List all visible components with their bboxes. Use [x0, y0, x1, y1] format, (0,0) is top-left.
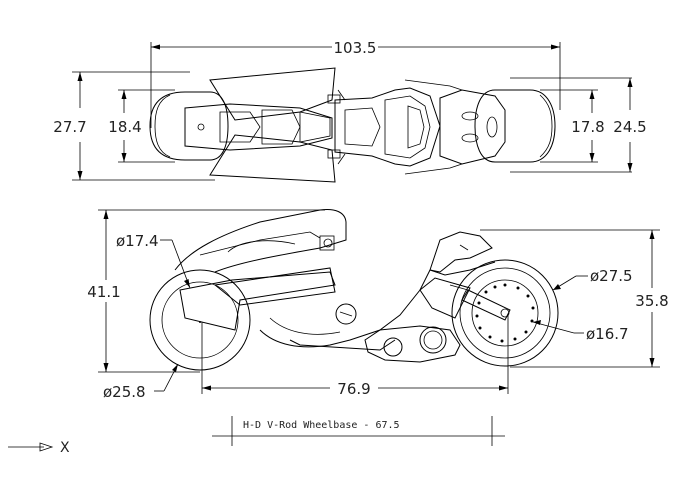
rear-wheel-top-callout: ø17.4	[116, 232, 191, 289]
front-hub-label: ø16.7	[586, 325, 629, 343]
x-axis-indicator: X	[8, 440, 70, 456]
title-caption: H-D V-Rod Wheelbase - 67.5	[243, 420, 400, 431]
front-width-label: 24.5	[613, 118, 646, 136]
rear-wheel-side	[149, 269, 251, 371]
top-view: 103.5 27.7 18.4	[53, 39, 647, 183]
front-wheel-label: ø27.5	[590, 267, 633, 285]
front-width-dimension: 24.5	[510, 77, 647, 173]
rear-tire-width-dimension: 18.4	[108, 89, 175, 163]
front-tire-width-label: 17.8	[571, 118, 604, 136]
rear-tire-top	[149, 91, 229, 161]
front-wheel-side	[451, 259, 559, 367]
engine-side	[364, 325, 461, 363]
front-tire-width-dimension: 17.8	[540, 89, 605, 163]
wheelbase-dimension: 76.9	[201, 316, 509, 398]
axis-label: X	[60, 440, 70, 456]
overall-length-dimension: 103.5	[150, 39, 561, 128]
wheelbase-dim-label: 76.9	[337, 380, 370, 398]
front-hub-callout: ø16.7	[532, 320, 629, 343]
title-block: H-D V-Rod Wheelbase - 67.5	[212, 416, 505, 446]
rear-tire-width-label: 18.4	[108, 118, 141, 136]
height-dimension: 41.1	[87, 209, 325, 373]
rear-body-top	[184, 67, 336, 183]
front-wheel-callout: ø27.5	[552, 267, 633, 291]
side-view: 41.1 ø17.4 ø25.8	[87, 209, 669, 401]
front-height-label: 35.8	[635, 292, 668, 310]
center-body-top	[327, 87, 441, 167]
rear-width-label: 27.7	[53, 118, 86, 136]
front-brake-holes	[475, 283, 535, 343]
body-side	[174, 209, 431, 351]
front-fairing-top	[404, 79, 506, 175]
front-fork-side	[419, 231, 511, 321]
rear-wheel-bottom-label: ø25.8	[103, 383, 146, 401]
overall-length-label: 103.5	[334, 39, 377, 57]
rear-wheel-bottom-callout: ø25.8	[103, 363, 179, 401]
front-tire-top	[474, 89, 556, 163]
front-height-dimension: 35.8	[480, 229, 669, 368]
height-label: 41.1	[87, 283, 120, 301]
rear-width-dimension: 27.7	[53, 71, 215, 181]
rear-wheel-top-label: ø17.4	[116, 232, 159, 250]
